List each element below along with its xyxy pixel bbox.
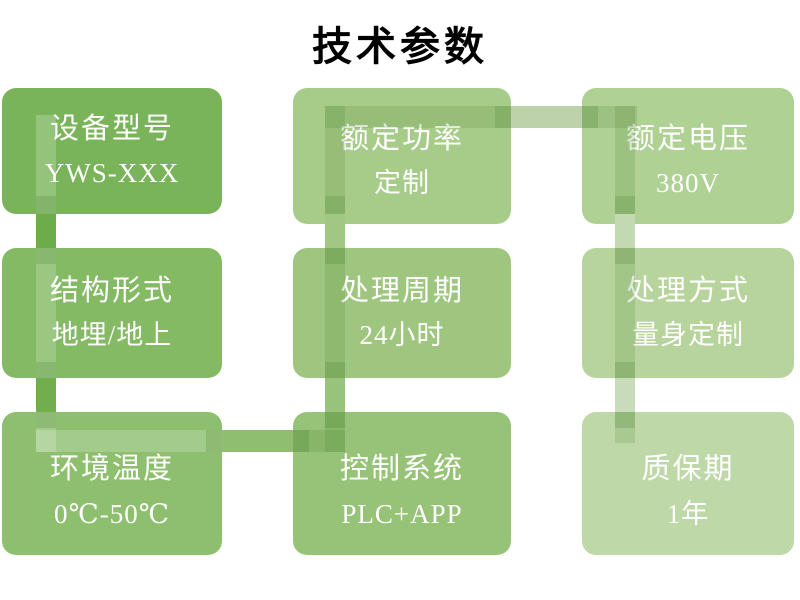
- param-label: 处理周期: [339, 274, 464, 307]
- param-card-device-model: 设备型号 YWS-XXX: [2, 88, 222, 214]
- connector-col3-seg1: [615, 214, 635, 248]
- connector-band: [325, 106, 511, 128]
- connector-stub: [206, 430, 222, 452]
- connector-stub: [325, 362, 345, 378]
- connector-band: [615, 248, 635, 378]
- param-value: 1年: [666, 498, 710, 529]
- connector-band: [325, 412, 345, 452]
- connector-stub: [325, 248, 345, 264]
- connector-col2-seg1: [325, 378, 345, 412]
- param-card-ambient-temperature: 环境温度 0℃-50℃: [2, 412, 222, 555]
- param-label: 结构形式: [49, 274, 174, 307]
- param-label: 质保期: [641, 453, 735, 486]
- param-card-treatment-cycle: 处理周期 24小时: [293, 248, 511, 378]
- connector-bottom-horizontal: [222, 430, 293, 452]
- connector-band: [293, 430, 345, 452]
- connector-stub: [36, 196, 56, 214]
- param-value: 380V: [656, 168, 720, 199]
- param-label: 处理方式: [625, 274, 750, 307]
- connector-col1-seg2: [36, 378, 56, 412]
- param-label: 控制系统: [339, 453, 464, 486]
- connector-band: [36, 430, 222, 452]
- connector-band: [325, 248, 345, 378]
- param-value: 24小时: [359, 320, 445, 351]
- param-label: 设备型号: [49, 112, 174, 145]
- connector-top-horizontal: [511, 106, 582, 128]
- param-value: 地埋/地上: [51, 320, 173, 351]
- param-card-treatment-method: 处理方式 量身定制: [582, 248, 794, 378]
- param-value: 定制: [374, 168, 430, 199]
- param-label: 额定功率: [339, 122, 464, 155]
- param-card-structure-type: 结构形式 地埋/地上: [2, 248, 222, 378]
- param-label: 环境温度: [49, 453, 174, 486]
- connector-stub: [36, 412, 56, 428]
- connector-band: [615, 412, 635, 443]
- param-value: YWS-XXX: [44, 158, 180, 189]
- param-value: 量身定制: [632, 320, 744, 351]
- param-card-warranty-period: 质保期 1年: [582, 412, 794, 555]
- page-title: 技术参数: [312, 24, 488, 69]
- connector-stub: [615, 196, 635, 214]
- connector-band: [36, 248, 56, 378]
- connector-stub: [325, 412, 345, 428]
- param-value: PLC+APP: [341, 498, 463, 529]
- connector-stub: [36, 248, 56, 264]
- connector-band: [36, 115, 56, 214]
- connector-stub: [615, 362, 635, 378]
- param-card-rated-voltage: 额定电压 380V: [582, 88, 794, 224]
- param-value: 0℃-50℃: [54, 498, 170, 529]
- param-label: 额定电压: [625, 122, 750, 155]
- connector-stub: [582, 106, 598, 128]
- connector-band: [615, 106, 635, 214]
- connector-stub: [495, 106, 511, 128]
- connector-band: [582, 106, 637, 128]
- connector-band: [325, 106, 345, 214]
- connector-stub: [615, 412, 635, 428]
- connector-stub: [325, 196, 345, 214]
- connector-stub: [293, 430, 309, 452]
- param-card-control-system: 控制系统 PLC+APP: [293, 412, 511, 555]
- connector-stub: [36, 362, 56, 378]
- connector-col1-seg1: [36, 214, 56, 248]
- connector-stub: [615, 248, 635, 264]
- param-card-rated-power: 额定功率 定制: [293, 88, 511, 224]
- connector-band: [36, 412, 56, 452]
- connector-col3-seg2: [615, 378, 635, 412]
- connector-col2-seg2: [325, 214, 345, 248]
